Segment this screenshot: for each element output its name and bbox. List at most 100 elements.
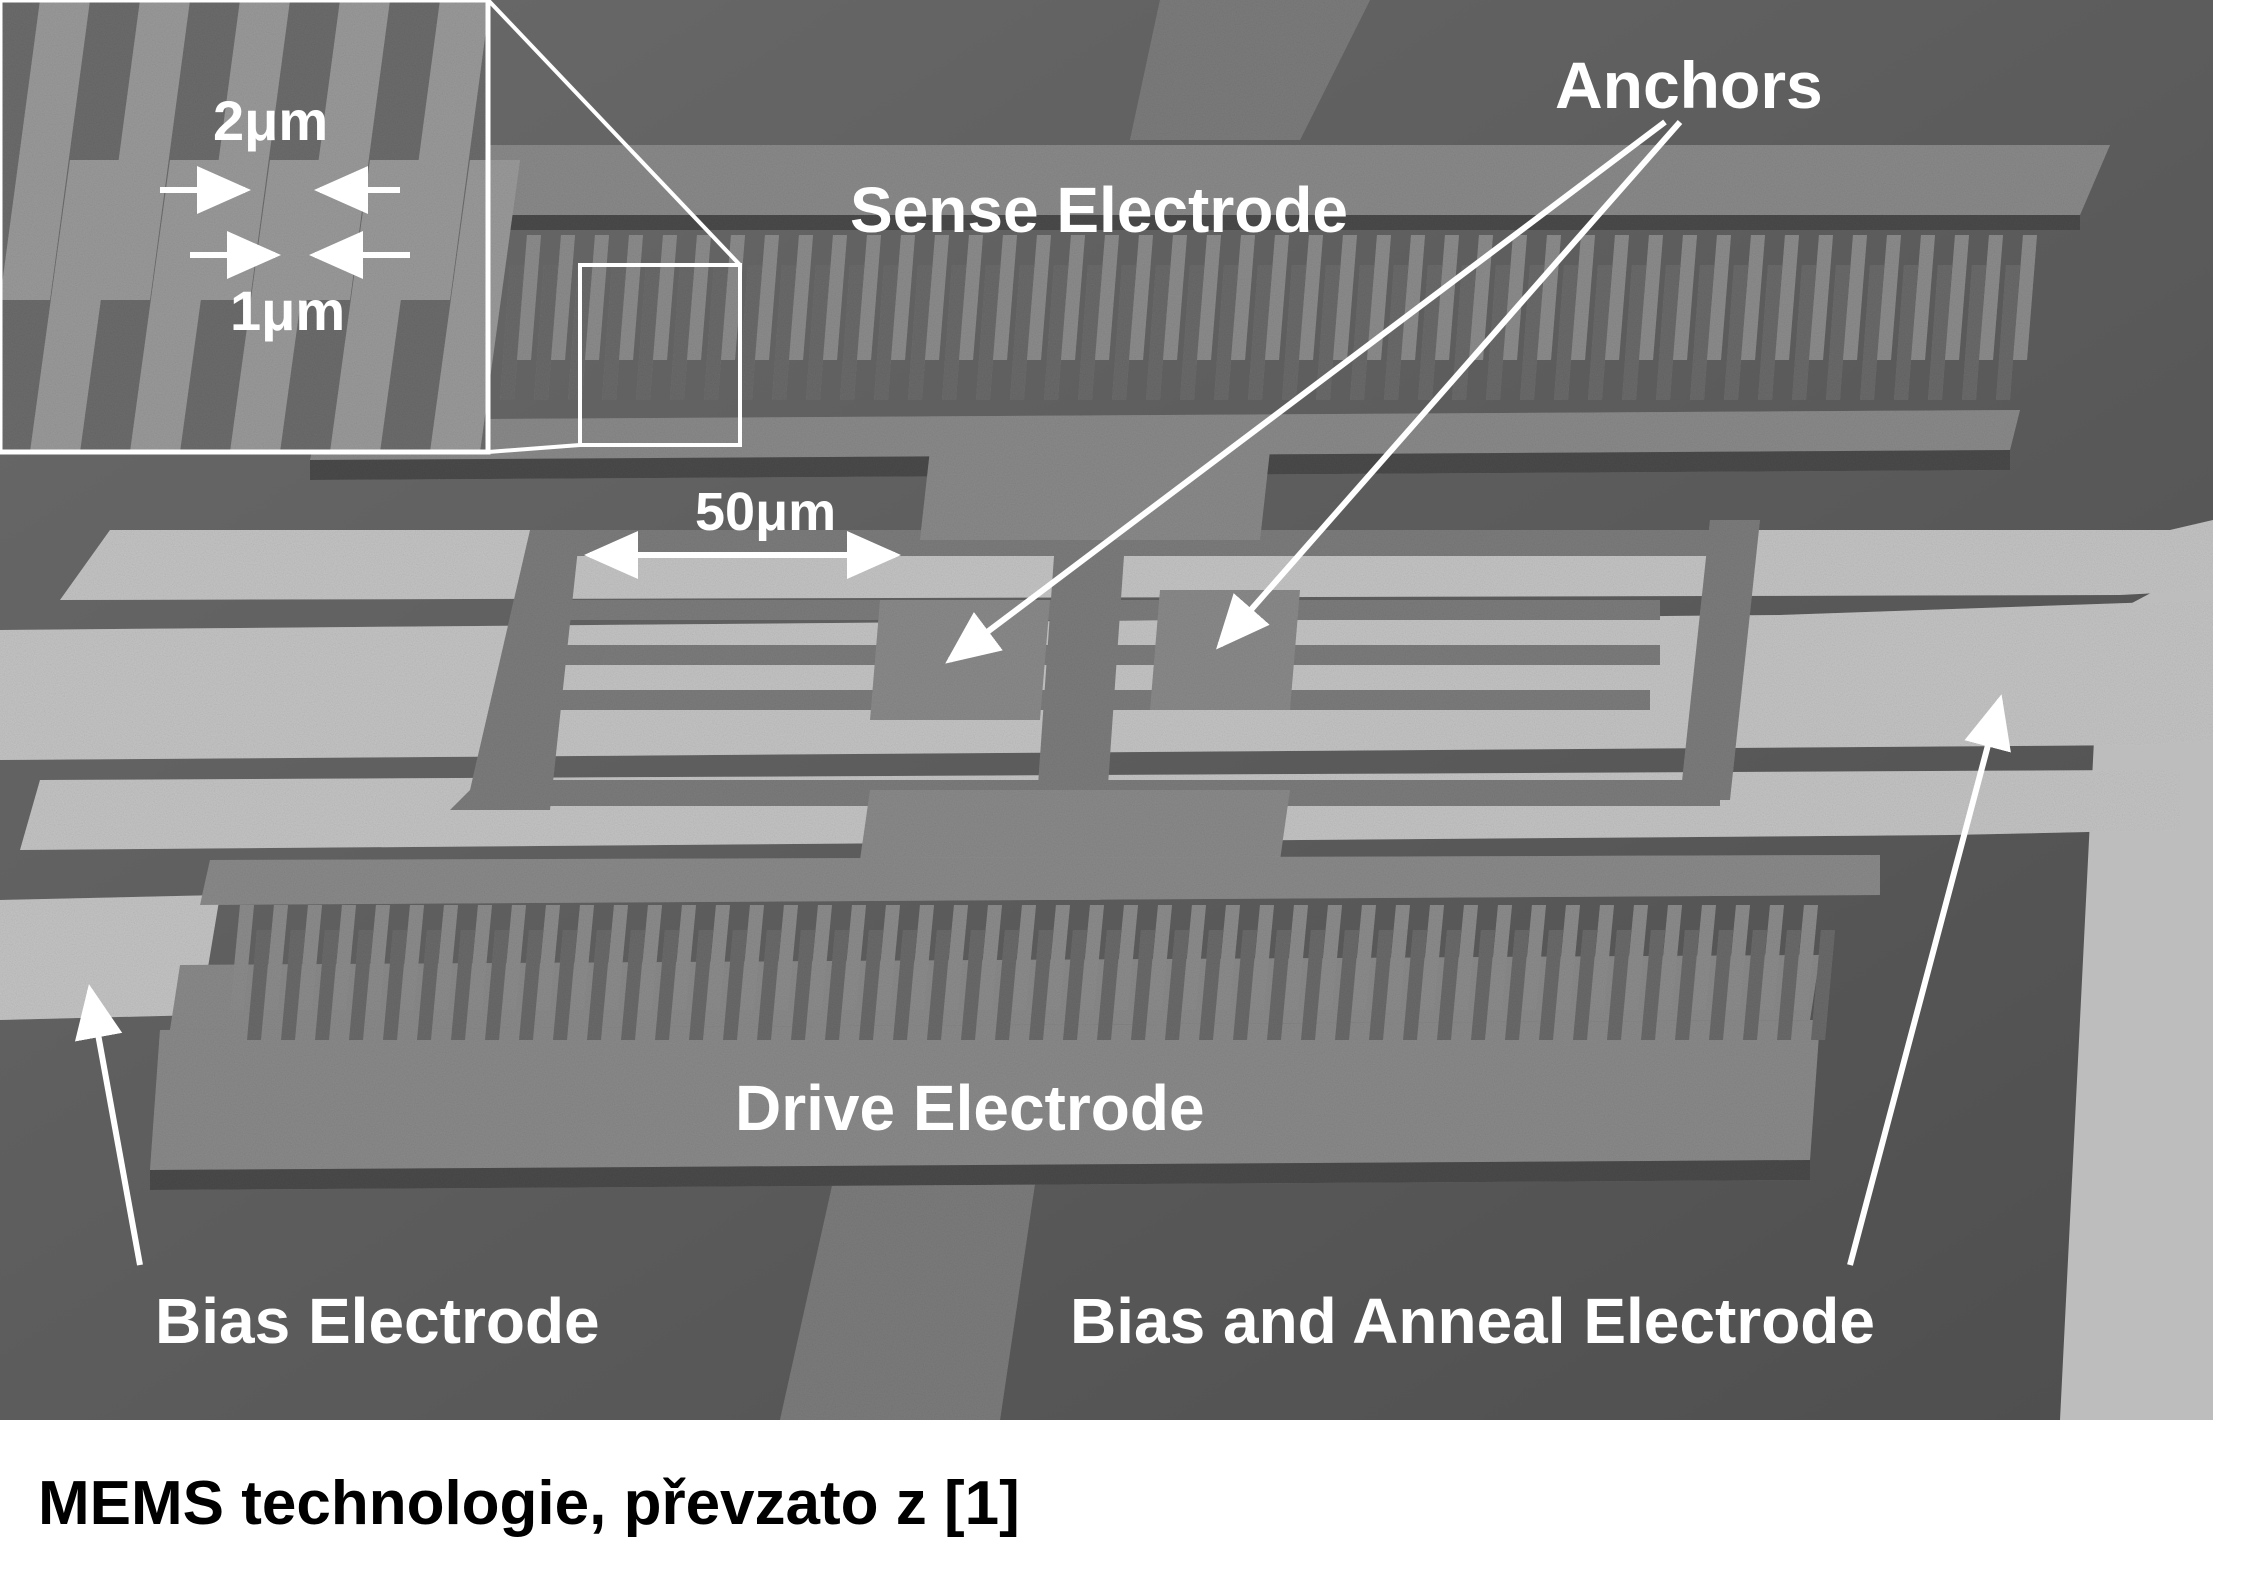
comb-finger (1503, 235, 1527, 360)
comb-finger (1826, 265, 1850, 400)
comb-finger (536, 905, 560, 1010)
comb-finger (534, 265, 558, 400)
comb-finger (2013, 235, 2037, 360)
comb-finger (1505, 930, 1529, 1040)
comb-finger (1437, 930, 1461, 1040)
inset-finger (0, 0, 90, 300)
comb-finger (1673, 235, 1697, 360)
comb-finger (1318, 905, 1342, 1010)
comb-finger (502, 905, 526, 1010)
comb-finger (1792, 265, 1816, 400)
comb-finger (587, 930, 611, 1040)
comb-finger (1726, 905, 1750, 1010)
comb-finger (789, 235, 813, 360)
comb-finger (230, 905, 254, 1010)
comb-finger (1367, 235, 1391, 360)
comb-finger (636, 265, 660, 400)
comb-finger (961, 930, 985, 1040)
comb-finger (1129, 235, 1153, 360)
comb-finger (874, 265, 898, 400)
comb-finger (1148, 905, 1172, 1010)
comb-finger (1928, 265, 1952, 400)
comb-finger (1384, 265, 1408, 400)
comb-finger (315, 930, 339, 1040)
comb-finger (1794, 905, 1818, 1010)
comb-finger (1061, 235, 1085, 360)
comb-finger (840, 265, 864, 400)
comb-finger (1607, 930, 1631, 1040)
comb-finger (1435, 235, 1459, 360)
comb-finger (925, 235, 949, 360)
comb-finger (1522, 905, 1546, 1010)
comb-finger (1571, 235, 1595, 360)
comb-finger (1386, 905, 1410, 1010)
comb-finger (281, 930, 305, 1040)
comb-finger (1216, 905, 1240, 1010)
comb-finger (1063, 930, 1087, 1040)
comb-finger (1316, 265, 1340, 400)
comb-finger (1352, 905, 1376, 1010)
comb-finger (1369, 930, 1393, 1040)
comb-finger (247, 930, 271, 1040)
bias-anneal-electrode-label: Bias and Anneal Electrode (1070, 1285, 1875, 1357)
comb-finger (1760, 905, 1784, 1010)
comb-finger (621, 930, 645, 1040)
comb-finger (1401, 235, 1425, 360)
comb-finger (978, 905, 1002, 1010)
comb-finger (1945, 235, 1969, 360)
comb-finger (400, 905, 424, 1010)
comb-finger (1758, 265, 1782, 400)
comb-finger (332, 905, 356, 1010)
scale-1um-label: 1μm (230, 279, 345, 342)
comb-finger (1182, 905, 1206, 1010)
comb-finger (791, 930, 815, 1040)
comb-finger (1420, 905, 1444, 1010)
comb-finger (1180, 265, 1204, 400)
comb-finger (1131, 930, 1155, 1040)
comb-finger (1044, 265, 1068, 400)
comb-finger (1403, 930, 1427, 1040)
comb-finger (859, 930, 883, 1040)
comb-finger (1707, 235, 1731, 360)
comb-finger (551, 235, 575, 360)
comb-finger (1979, 235, 2003, 360)
comb-finger (1350, 265, 1374, 400)
comb-finger (1199, 930, 1223, 1040)
comb-finger (1214, 265, 1238, 400)
comb-finger (1231, 235, 1255, 360)
comb-finger (366, 905, 390, 1010)
comb-finger (570, 905, 594, 1010)
comb-finger (553, 930, 577, 1040)
comb-finger (1775, 235, 1799, 360)
comb-finger (1554, 265, 1578, 400)
comb-finger (808, 905, 832, 1010)
comb-finger (757, 930, 781, 1040)
comb-finger (517, 235, 541, 360)
comb-finger (976, 265, 1000, 400)
comb-finger (1267, 930, 1291, 1040)
comb-finger (959, 235, 983, 360)
inset-finger (400, 0, 490, 300)
comb-finger (1656, 265, 1680, 400)
comb-finger (842, 905, 866, 1010)
comb-finger (1709, 930, 1733, 1040)
comb-finger (944, 905, 968, 1010)
drive-comb-fingers (230, 905, 1835, 1040)
comb-finger (1539, 930, 1563, 1040)
comb-finger (1809, 235, 1833, 360)
comb-finger (451, 930, 475, 1040)
comb-finger (1078, 265, 1102, 400)
comb-finger (604, 905, 628, 1010)
comb-finger (383, 930, 407, 1040)
comb-finger (602, 265, 626, 400)
comb-finger (806, 265, 830, 400)
shuttle-frame (450, 450, 1760, 860)
comb-finger (1777, 930, 1801, 1040)
comb-finger (1454, 905, 1478, 1010)
comb-finger (723, 930, 747, 1040)
comb-finger (1080, 905, 1104, 1010)
comb-finger (1877, 235, 1901, 360)
comb-finger (825, 930, 849, 1040)
anchors-label: Anchors (1555, 48, 1823, 122)
inset-finger (30, 160, 120, 452)
